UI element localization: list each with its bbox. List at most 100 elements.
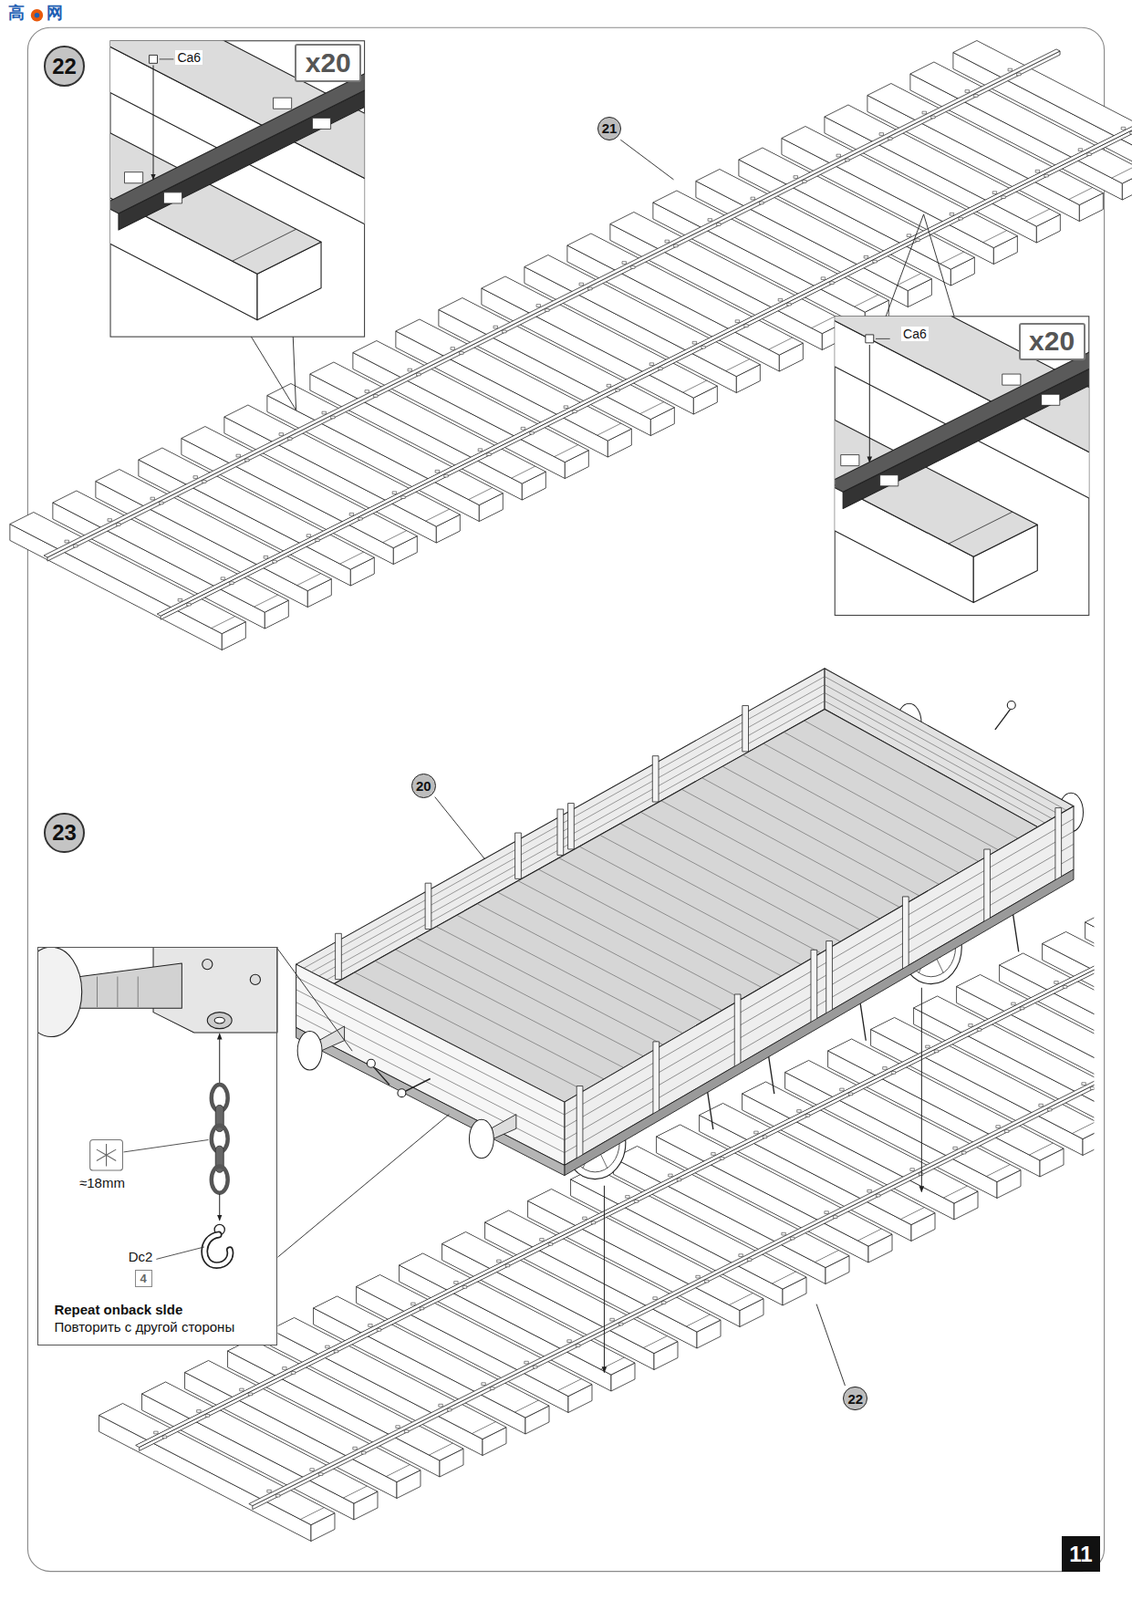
rail-clip [489, 1387, 494, 1391]
rail-clip [150, 497, 155, 500]
stake [742, 706, 749, 752]
sleeper-edge [854, 294, 879, 307]
rail-clip [778, 298, 782, 302]
sleeper-edge [1026, 208, 1050, 221]
chain-icon-ray [106, 1154, 117, 1161]
rail-clip [622, 261, 626, 265]
floor-plank [559, 858, 782, 977]
sleeper-edge [1069, 187, 1093, 200]
rail-clip [692, 341, 696, 344]
inset-detail [38, 946, 279, 1266]
floor-plank [620, 823, 841, 942]
node-text: 22 [847, 1391, 863, 1406]
rail-clip [162, 1435, 167, 1439]
sleeper-side [10, 524, 222, 651]
rail-clip [263, 555, 268, 559]
rail-clip [840, 1088, 844, 1091]
rail-clip [450, 347, 455, 351]
floor-plank [518, 881, 742, 999]
sole-bar [564, 869, 1074, 1176]
floor-plank [783, 732, 998, 851]
chain-icon-ray [106, 1149, 117, 1155]
rail-clip [315, 539, 320, 542]
sleeper-edge [340, 551, 364, 564]
part-icon [149, 54, 158, 63]
sleeper-edge [728, 1293, 753, 1306]
rail-clip [358, 517, 363, 520]
rail-clip [1001, 196, 1006, 199]
rail-clip [1062, 986, 1067, 989]
rail-clip [588, 287, 592, 291]
rail-clip [701, 345, 706, 349]
rail-clip [575, 1344, 580, 1348]
rail-clip [845, 158, 850, 162]
rail-clip [824, 1211, 829, 1215]
sleeper-edge [471, 1422, 496, 1434]
rail-clip [446, 1408, 451, 1412]
rail-clip [1002, 373, 1021, 385]
rail-clip [1004, 1130, 1008, 1133]
sleeper-edge [383, 530, 407, 543]
rail-clip [64, 540, 69, 543]
rail-clip [73, 544, 78, 548]
stake [902, 896, 909, 971]
rail-clip [793, 176, 798, 179]
stake [984, 849, 991, 924]
rail-clip [992, 191, 997, 195]
chain-icon-ray [96, 1149, 107, 1155]
rail-clip [910, 1168, 914, 1172]
rail-clip [976, 1028, 981, 1032]
rail-clip [1038, 1103, 1043, 1107]
part-name: Dc2 [126, 1248, 156, 1265]
rail-clip [529, 431, 534, 435]
stake [734, 994, 741, 1069]
rail-clip [540, 1238, 544, 1242]
stake [425, 882, 432, 929]
node-text: 21 [602, 121, 618, 136]
step-number: 22 [43, 45, 85, 87]
rail-clip [1087, 153, 1091, 156]
stake [557, 809, 564, 855]
rail-clip [797, 1110, 801, 1113]
sleeper-edge [986, 1164, 1010, 1177]
rail-clip [1011, 1002, 1016, 1006]
plank-line [564, 856, 1074, 1153]
floor-plank [579, 846, 801, 965]
leader-line [875, 338, 891, 340]
rail-clip [532, 1365, 537, 1369]
eye-hole [214, 1017, 225, 1024]
floor-plank [436, 926, 664, 1046]
instruction-note: Повторить с другой стороны [53, 1318, 235, 1337]
rail-clip [872, 259, 877, 263]
leader-line [620, 139, 674, 180]
rail-clip [364, 390, 369, 394]
rail-clip [961, 1151, 966, 1154]
rail-clip [567, 1339, 572, 1343]
assembly-arrow [218, 1033, 220, 1084]
rail-clip [915, 238, 920, 242]
rail-clip [633, 1200, 638, 1204]
rail-clip [1054, 981, 1059, 985]
sleeper-top [10, 512, 246, 634]
rail-clip [392, 491, 396, 495]
rail-clip [711, 1152, 716, 1156]
sleeper-edge [342, 1485, 367, 1498]
rail-clip [202, 480, 207, 484]
rail-clip [1017, 72, 1021, 76]
coupling-lever [995, 708, 1011, 729]
rail-clip [395, 1425, 400, 1429]
rail-clip [674, 244, 678, 248]
rail-clip [735, 320, 739, 323]
assembly-arrow [218, 1194, 220, 1221]
rail-clip [353, 1446, 357, 1450]
sleeper-edge [948, 511, 1013, 544]
chain-icon-box [90, 1140, 124, 1172]
rail-clip [606, 384, 611, 387]
rail-clip [481, 1382, 486, 1386]
sleeper-edge [857, 1228, 882, 1241]
rail-clip [438, 1403, 443, 1407]
floor-plank [498, 892, 723, 1010]
sleeper-edge [211, 616, 236, 629]
rail-clip [968, 1024, 973, 1028]
